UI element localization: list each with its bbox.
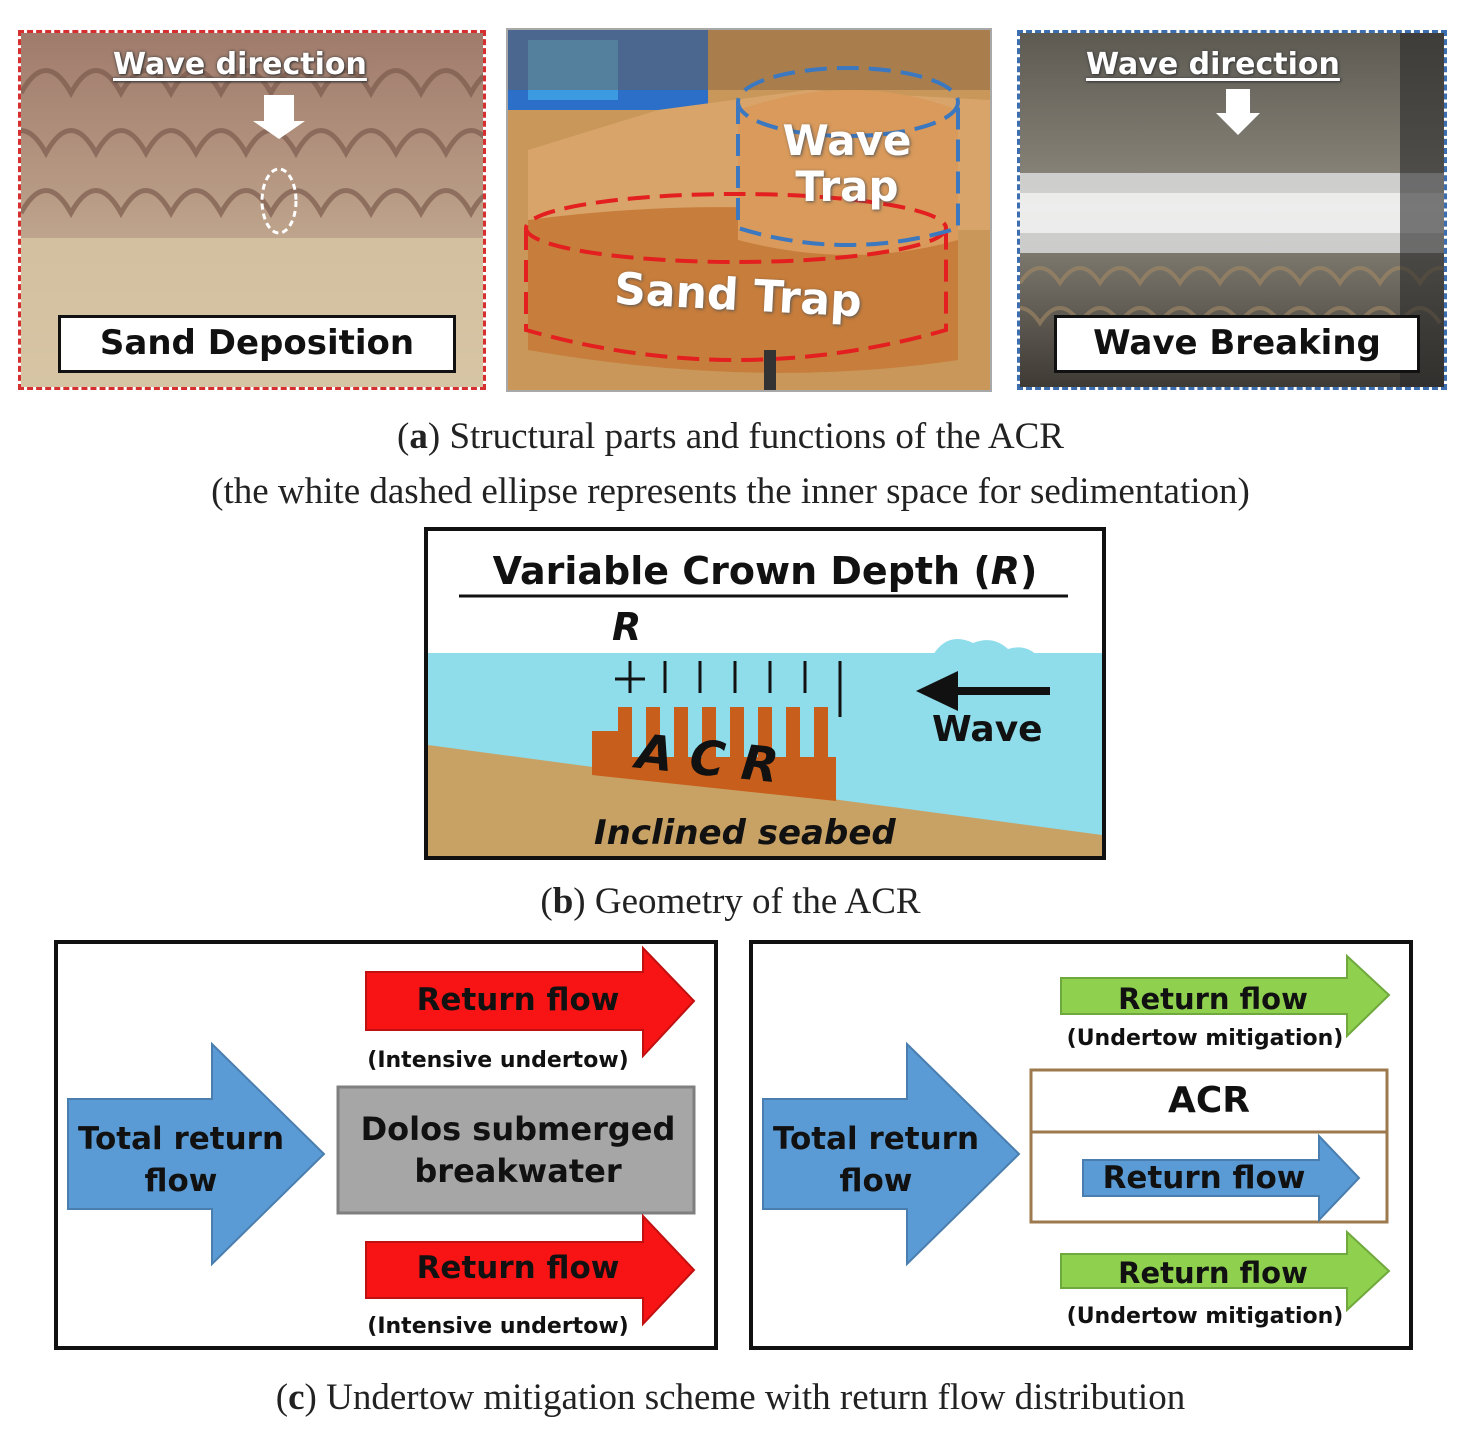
intensive-undertow-label: (Intensive undertow) bbox=[367, 1048, 629, 1073]
caption-a-line2: (the white dashed ellipse represents the… bbox=[211, 471, 1250, 512]
wave-breaking-image bbox=[1020, 33, 1444, 387]
return-flow-label: Return flow bbox=[1118, 1256, 1308, 1290]
sand-deposition-label: Sand Deposition bbox=[58, 315, 456, 373]
caption-b: (b) Geometry of the ACR bbox=[540, 881, 921, 922]
down-arrow-icon bbox=[1216, 89, 1260, 135]
acr-block-label: ACR bbox=[1167, 1080, 1250, 1121]
return-flow-label: Return flow bbox=[416, 982, 620, 1018]
undertow-mitigation-label: (Undertow mitigation) bbox=[1066, 1026, 1344, 1051]
wave-direction-label: Wave direction bbox=[113, 47, 367, 82]
trap-structure-image bbox=[508, 30, 990, 390]
return-flow-label: Return flow bbox=[1118, 982, 1308, 1016]
dolos-flow-diagram bbox=[67, 945, 696, 1327]
caption-a: (a) Structural parts and functions of th… bbox=[397, 416, 1064, 457]
acr-scheme-panel: Total return flow Return flow (Undertow … bbox=[749, 940, 1413, 1350]
acr-geometry-panel: Variable Crown Depth (R) R A C R Wave In… bbox=[424, 527, 1106, 860]
seabed-label: Inclined seabed bbox=[594, 813, 896, 853]
undertow-mitigation-label: (Undertow mitigation) bbox=[1066, 1304, 1344, 1329]
acr-geometry-diagram bbox=[428, 594, 1102, 856]
caption-c: (c) Undertow mitigation scheme with retu… bbox=[275, 1377, 1186, 1418]
dolos-breakwater-label: Dolos submerged breakwater bbox=[360, 1110, 676, 1190]
sedimentation-ellipse bbox=[260, 167, 298, 235]
crown-depth-label: R bbox=[612, 605, 642, 649]
wave-direction-label: Wave direction bbox=[1086, 47, 1340, 82]
return-flow-label: Return flow bbox=[1102, 1160, 1306, 1196]
wave-label: Wave bbox=[932, 709, 1043, 750]
total-return-flow-label: Total return flow bbox=[772, 1121, 980, 1199]
intensive-undertow-label: (Intensive undertow) bbox=[367, 1314, 629, 1339]
down-arrow-icon bbox=[253, 95, 305, 139]
return-flow-label: Return flow bbox=[416, 1250, 620, 1286]
wave-breaking-label: Wave Breaking bbox=[1054, 315, 1420, 373]
dolos-scheme-panel: Total return flow Return flow (Intensive… bbox=[54, 940, 718, 1350]
sand-deposition-photo: Wave direction Sand Deposition bbox=[18, 30, 486, 390]
wave-arrow-icon bbox=[916, 671, 958, 711]
total-return-flow-label: Total return flow bbox=[77, 1121, 285, 1199]
acr-flow-diagram bbox=[762, 953, 1391, 1313]
panel-b-title: Variable Crown Depth (R) bbox=[492, 549, 1038, 593]
wave-breaking-photo: Wave direction Wave Breaking bbox=[1017, 30, 1447, 390]
